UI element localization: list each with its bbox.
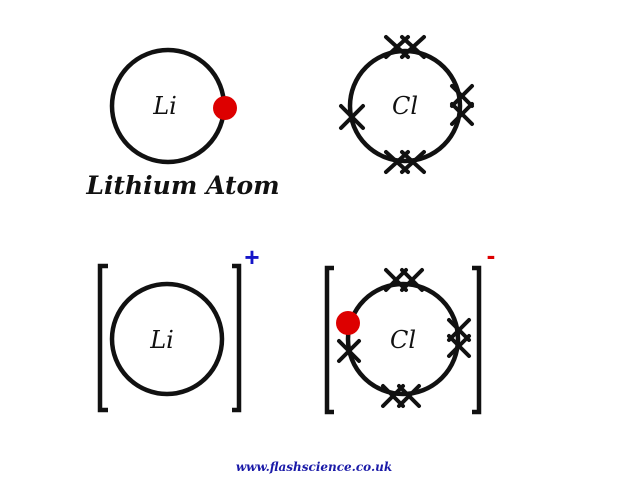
lithium-atom: Li xyxy=(109,47,237,165)
lithium-atom-symbol: Li xyxy=(152,92,177,120)
chlorine-atom-symbol: Cl xyxy=(392,92,418,120)
lithium-ion-shell xyxy=(109,281,225,397)
chlorine-atom: Cl xyxy=(339,35,474,174)
lithium-atom-caption: Lithium Atom xyxy=(85,171,279,200)
left-bracket xyxy=(97,263,108,413)
gained-electron xyxy=(336,311,360,335)
lithium-outer-electron xyxy=(213,96,237,120)
chlorine-shell xyxy=(347,48,463,164)
chlorine-electrons xyxy=(339,35,474,174)
chloride-electrons xyxy=(337,268,471,408)
chloride-ion-symbol: Cl xyxy=(390,326,416,354)
chloride-ion: Cl - xyxy=(324,240,496,415)
chloride-shell xyxy=(345,281,461,397)
negative-charge: - xyxy=(487,240,496,270)
left-bracket xyxy=(324,265,334,415)
lithium-ion-symbol: Li xyxy=(149,326,174,354)
right-bracket xyxy=(232,263,242,413)
right-bracket xyxy=(472,265,482,415)
lithium-ion: Li + xyxy=(97,242,260,413)
positive-charge: + xyxy=(244,242,259,272)
website-credit: www.flashscience.co.uk xyxy=(236,460,392,474)
